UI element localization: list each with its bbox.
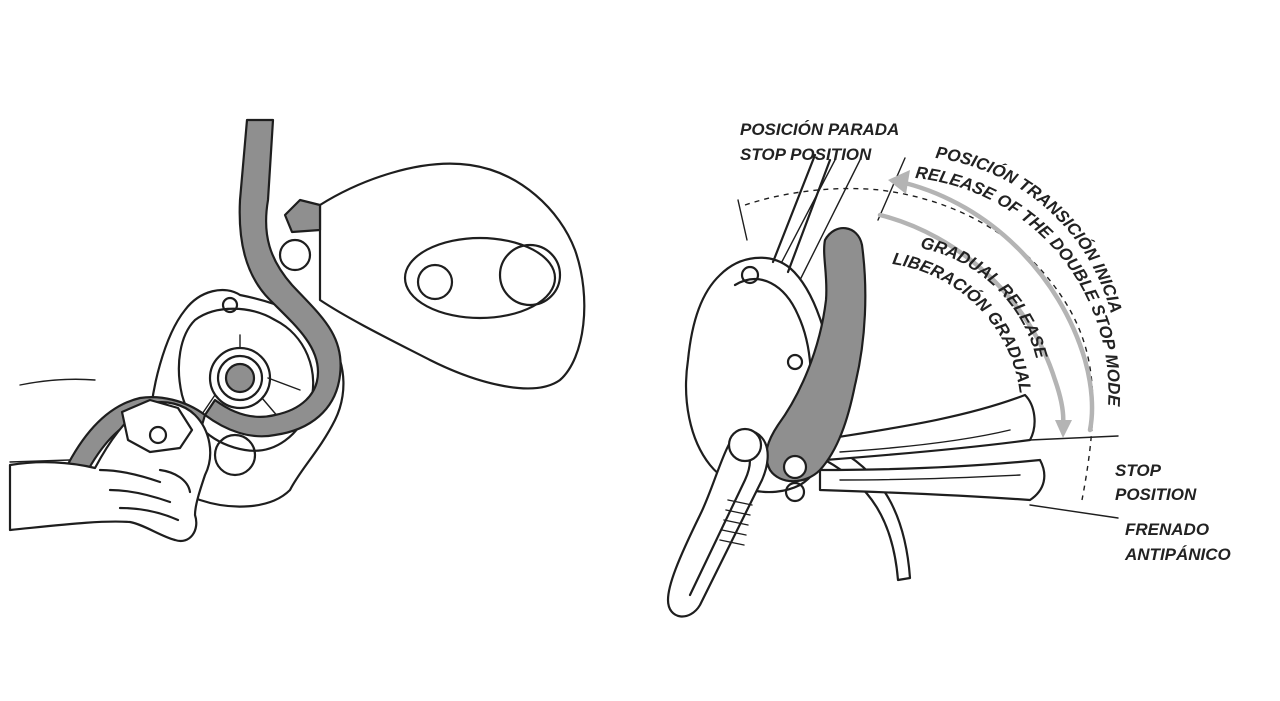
lever-hole-small xyxy=(416,263,454,301)
device2-rope-up xyxy=(771,153,832,274)
hand-fingers xyxy=(98,468,192,522)
lever-ghost-lower xyxy=(818,458,1046,502)
label-liberacion-gradual-path: LIBERACIÓN GRADUAL xyxy=(891,249,1035,394)
device2-rope-down xyxy=(823,443,912,582)
cam-wheel-ring xyxy=(216,354,264,402)
gradual-arrow xyxy=(877,212,1066,428)
forearm-lines xyxy=(9,378,96,463)
label-stop-right-1: STOP xyxy=(1115,461,1162,480)
leader-stop-right xyxy=(1029,435,1119,441)
label-stop-position-en: STOP POSITION xyxy=(740,145,872,164)
lever-ghost-inner xyxy=(839,429,1021,481)
gradual-arrowhead-bottom xyxy=(1055,420,1072,438)
label-stop-right-2: POSITION xyxy=(1115,485,1197,504)
cam-wheel-hub xyxy=(224,362,256,394)
lever-handle xyxy=(318,162,586,390)
leader-frenado xyxy=(1029,504,1119,519)
left-illustration xyxy=(8,118,586,543)
lever-slot xyxy=(403,236,557,320)
cam-spokes xyxy=(197,334,301,426)
label-frenado-2: ANTIPÁNICO xyxy=(1124,545,1231,564)
device-inner-plate xyxy=(177,307,315,452)
leader-stop-position-2 xyxy=(799,159,861,281)
thumb-hole xyxy=(148,425,168,445)
lever-pivot xyxy=(278,238,312,272)
lever-hole-large xyxy=(498,243,562,307)
carabiner-gate-spring xyxy=(719,499,753,546)
carabiner-top xyxy=(727,427,763,463)
release-arrowhead-top xyxy=(888,170,910,194)
label-liberacion-gradual: LIBERACIÓN GRADUAL xyxy=(891,249,1035,394)
carabiner xyxy=(666,428,769,618)
leader-transition xyxy=(877,157,906,221)
device2-bottom-hole xyxy=(784,481,806,503)
lower-hole xyxy=(213,433,257,477)
leader-stop-position xyxy=(774,159,836,276)
device-small-hole xyxy=(221,296,239,314)
release-arrow xyxy=(902,180,1095,433)
lever-main-pivot xyxy=(782,454,808,480)
reference-tick-left xyxy=(737,199,748,241)
lever-ghost-upper xyxy=(818,393,1036,462)
device2-mid-hole xyxy=(786,353,804,371)
label-stop-position-es: POSICIÓN PARADA xyxy=(740,120,899,139)
lever-tip xyxy=(283,198,322,234)
device2-top-hole xyxy=(740,265,760,285)
lever-main xyxy=(765,227,867,483)
label-frenado-1: FRENADO xyxy=(1125,520,1209,539)
